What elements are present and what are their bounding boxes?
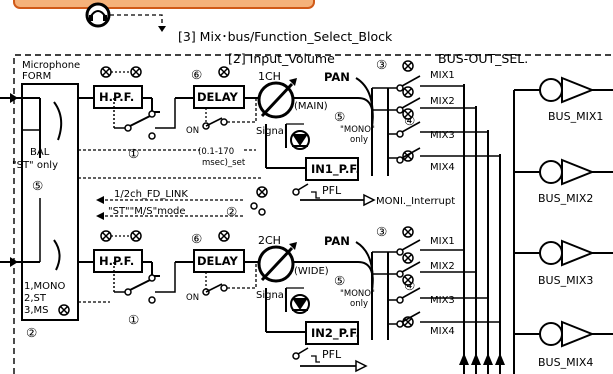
ch2-pf-label: IN2_P.F. [311,326,360,341]
marker-1-ch1: ① [128,146,139,161]
form-opt-3: 3,MS [24,305,49,316]
bus-mix1-label: BUS_MIX1 [548,110,603,123]
ch1-signal-led-icon [291,131,309,149]
link-knob-icon[interactable] [257,187,267,197]
bus-mix2-output: BUS_MIX2 [514,160,613,205]
headphone-icon [87,4,109,26]
ch1-pan-label: PAN [324,70,350,84]
ch1-mono-only: "MONO"only [340,125,375,145]
marker-2-link: ② [226,204,237,219]
ch1-mix2-knob-icon[interactable] [403,87,413,97]
top-banner [14,0,314,8]
st-only-label: "ST" only [12,160,58,171]
ch2-mix-sends [372,252,398,340]
ch1-signal-label: Signal [256,126,287,137]
ch1-mix1-label: MIX1 [430,70,455,81]
ch1-pan-mode: (MAIN) [294,101,328,112]
delay-knob-icon[interactable] [219,67,229,77]
form-opt-2: 2,ST [24,293,47,304]
ch1-label: 1CH [258,70,281,83]
marker-1-ch2: ① [128,312,139,327]
ch2-hpf-label: H.P.F. [99,254,134,268]
bus-out-sel-label: BUS-OUT_SEL. [438,51,528,66]
mix-block-title: [3] Mix･bus/Function_Select_Block [178,29,393,44]
ch1-mix4-label: MIX4 [430,162,455,173]
fd-link-label: 1/2ch_FD_LINK [114,189,188,200]
ch2-mix3-knob-icon[interactable] [403,275,413,285]
marker-5-ch2: ⑤ [334,273,345,288]
hpf-knob-icon[interactable] [101,67,111,77]
hpf-knob-icon-2[interactable] [131,67,141,77]
ch2-mono-only: "MONO"only [340,289,375,309]
ch2-delay-label: DELAY [197,254,239,268]
hpf-knob-icon-ch2-2[interactable] [131,231,141,241]
bus-mix1-output: BUS_MIX1 [514,78,613,123]
bus-mix2-label: BUS_MIX2 [538,192,593,205]
ch2-mix3-label: MIX3 [430,295,455,306]
delay-on-label: ON [186,126,199,136]
marker-5-form: ⑤ [32,178,43,193]
ch2-mix2-knob-icon[interactable] [403,253,413,263]
ch2-signal-label: Signal [256,290,287,301]
marker-5-ch1: ⑤ [334,109,345,124]
ch2-mix2-label: MIX2 [430,261,455,272]
marker-6-ch1: ⑥ [191,67,202,82]
bus-mix4-label: BUS_MIX4 [538,356,593,369]
ch2-mix4-label: MIX4 [430,326,455,337]
ch1-mix1-knob-icon[interactable] [403,61,413,71]
ch2-pfl-label: PFL [322,348,342,361]
form-opt-1: 1,MONO [24,281,66,292]
bus-mix3-label: BUS_MIX3 [538,274,593,287]
delay-knob-icon-ch2[interactable] [219,231,229,241]
ch2-mix1-knob-icon[interactable] [403,227,413,237]
ch1-mix2-label: MIX2 [430,96,455,107]
bus-mix3-output: BUS_MIX3 [514,241,613,287]
ch1-delay-label: DELAY [197,90,239,104]
ch1-pfl-label: PFL [322,184,342,197]
ch1-mix3-knob-icon[interactable] [403,109,413,119]
marker-2-form: ② [26,325,37,340]
ch1-pf-label: IN1_P.F. [311,162,360,177]
ch2-label: 2CH [258,234,281,247]
bal-label: BAL [30,147,50,158]
ch2-pan-mode: (WIDE) [294,266,329,277]
ch2-mix1-label: MIX1 [430,236,455,247]
moni-interrupt-label: MONI._Interrupt [376,196,455,207]
delay-on-label-ch2: ON [186,293,199,303]
ch1-hpf-label: H.P.F. [99,90,134,104]
marker-3-ch2: ③ [376,224,387,239]
marker-6-ch2: ⑥ [191,231,202,246]
input-volume-title: [2] Input_Volume [228,51,335,66]
hpf-knob-icon-ch2[interactable] [101,231,111,241]
ch1-mix-sends [372,88,398,176]
marker-3-ch1: ③ [376,57,387,72]
ch2-signal-led-icon [291,295,309,313]
ch2-pan-label: PAN [324,234,350,248]
bus-mix4-output: BUS_MIX4 [514,322,613,369]
form-select-knob-icon[interactable] [59,305,69,315]
